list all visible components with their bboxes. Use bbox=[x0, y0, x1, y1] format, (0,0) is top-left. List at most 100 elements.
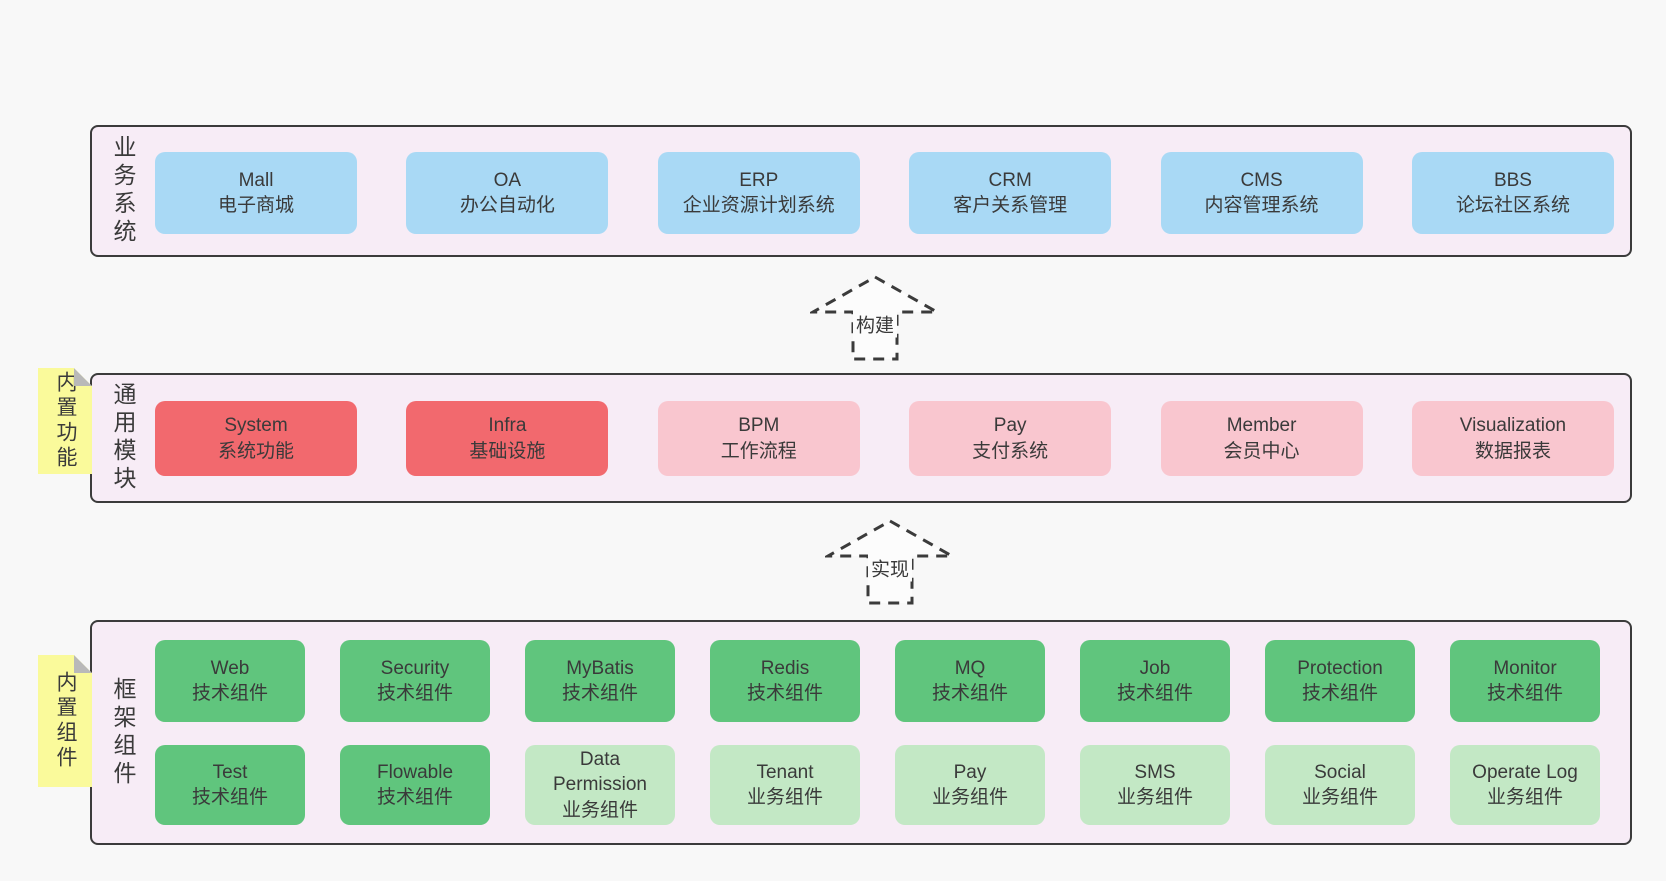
layer-label-business-systems: 业务系统 bbox=[110, 135, 136, 247]
layer-label-framework-components: 框架组件 bbox=[110, 676, 136, 789]
node-title: Job bbox=[1139, 657, 1171, 679]
node-title: Protection bbox=[1297, 657, 1383, 679]
node-subtitle: 技术组件 bbox=[561, 683, 638, 704]
framework-components-row-2: Test 技术组件 Flowable 技术组件 Data Permission … bbox=[155, 745, 1600, 825]
node-subtitle: 办公自动化 bbox=[459, 195, 555, 216]
node-redis: Redis 技术组件 bbox=[710, 640, 860, 722]
node-monitor: Monitor 技术组件 bbox=[1450, 640, 1600, 722]
node-title: Data Permission bbox=[553, 749, 647, 796]
node-sms: SMS 业务组件 bbox=[1080, 745, 1230, 825]
node-subtitle: 业务组件 bbox=[561, 799, 638, 821]
node-subtitle: 业务组件 bbox=[1116, 787, 1193, 808]
node-title: Security bbox=[380, 657, 450, 679]
node-title: BPM bbox=[738, 415, 780, 437]
node-subtitle: 业务组件 bbox=[1301, 787, 1378, 808]
node-subtitle: 技术组件 bbox=[1486, 683, 1563, 704]
node-subtitle: 业务组件 bbox=[746, 787, 823, 808]
node-subtitle: 技术组件 bbox=[191, 787, 268, 808]
node-title: Test bbox=[212, 761, 248, 783]
node-subtitle: 基础设施 bbox=[469, 440, 546, 462]
node-title: CMS bbox=[1240, 169, 1283, 191]
node-title: SMS bbox=[1134, 761, 1176, 783]
node-mall: Mall 电子商城 bbox=[155, 152, 357, 234]
node-data-permission: Data Permission 业务组件 bbox=[525, 745, 675, 825]
node-oa: OA 办公自动化 bbox=[406, 152, 609, 234]
node-subtitle: 技术组件 bbox=[376, 683, 453, 704]
node-title: Tenant bbox=[756, 761, 814, 783]
node-pay-component: Pay 业务组件 bbox=[895, 745, 1045, 825]
node-bpm: BPM 工作流程 bbox=[657, 401, 860, 476]
node-title: Visualization bbox=[1459, 415, 1567, 437]
layer-common-modules: 通用模块 System 系统功能 Infra 基础设施 BPM 工作流程 Pay… bbox=[90, 373, 1632, 503]
layer-business-systems: 业务系统 Mall 电子商城 OA 办公自动化 ERP 企业资源计划系统 CRM… bbox=[90, 125, 1632, 257]
node-subtitle: 技术组件 bbox=[931, 683, 1008, 704]
node-test: Test 技术组件 bbox=[155, 745, 305, 825]
layer-framework-components: 框架组件 Web 技术组件 Security 技术组件 MyBatis 技术组件… bbox=[90, 620, 1632, 845]
node-title: MQ bbox=[954, 657, 986, 679]
sticky-note-built-in-features: 内置功能 bbox=[38, 368, 92, 474]
sticky-label: 内置组件 bbox=[54, 671, 77, 771]
node-title: Pay bbox=[993, 415, 1027, 437]
node-title: Flowable bbox=[376, 761, 454, 783]
node-title: Social bbox=[1314, 761, 1366, 783]
node-subtitle: 客户关系管理 bbox=[953, 195, 1068, 216]
node-erp: ERP 企业资源计划系统 bbox=[657, 152, 860, 234]
business-systems-row: Mall 电子商城 OA 办公自动化 ERP 企业资源计划系统 CRM 客户关系… bbox=[155, 152, 1614, 234]
node-social: Social 业务组件 bbox=[1265, 745, 1415, 825]
node-job: Job 技术组件 bbox=[1080, 640, 1230, 722]
sticky-label: 内置功能 bbox=[54, 371, 77, 471]
build-arrow: 构建 bbox=[810, 274, 940, 362]
node-protection: Protection 技术组件 bbox=[1265, 640, 1415, 722]
node-title: MyBatis bbox=[566, 657, 634, 679]
node-subtitle: 电子商城 bbox=[217, 195, 294, 216]
node-subtitle: 数据报表 bbox=[1474, 440, 1551, 462]
node-mybatis: MyBatis 技术组件 bbox=[525, 640, 675, 722]
common-modules-row: System 系统功能 Infra 基础设施 BPM 工作流程 Pay 支付系统… bbox=[155, 401, 1614, 476]
node-title: Monitor bbox=[1493, 657, 1557, 679]
node-title: Member bbox=[1226, 415, 1297, 437]
node-infra: Infra 基础设施 bbox=[406, 401, 609, 476]
node-title: CRM bbox=[988, 169, 1032, 191]
node-system: System 系统功能 bbox=[155, 401, 357, 476]
sticky-note-built-in-components: 内置组件 bbox=[38, 655, 92, 787]
node-subtitle: 工作流程 bbox=[720, 440, 797, 462]
node-subtitle: 论坛社区系统 bbox=[1455, 195, 1570, 216]
node-mq: MQ 技术组件 bbox=[895, 640, 1045, 722]
node-security: Security 技术组件 bbox=[340, 640, 490, 722]
node-flowable: Flowable 技术组件 bbox=[340, 745, 490, 825]
node-subtitle: 系统功能 bbox=[217, 440, 294, 462]
node-title: BBS bbox=[1493, 169, 1532, 191]
node-tenant: Tenant 业务组件 bbox=[710, 745, 860, 825]
node-title: Mall bbox=[238, 169, 274, 191]
node-subtitle: 内容管理系统 bbox=[1204, 195, 1319, 216]
implement-arrow: 实现 bbox=[825, 518, 955, 606]
node-title: System bbox=[224, 415, 288, 437]
node-title: Pay bbox=[953, 761, 987, 783]
node-title: Infra bbox=[488, 415, 527, 437]
node-title: ERP bbox=[739, 169, 779, 191]
node-subtitle: 技术组件 bbox=[1301, 683, 1378, 704]
node-title: OA bbox=[493, 169, 522, 191]
node-web: Web 技术组件 bbox=[155, 640, 305, 722]
node-title: Operate Log bbox=[1472, 761, 1578, 783]
build-arrow-label: 构建 bbox=[852, 310, 898, 338]
node-operate-log: Operate Log 业务组件 bbox=[1450, 745, 1600, 825]
implement-arrow-label: 实现 bbox=[867, 554, 913, 582]
node-cms: CMS 内容管理系统 bbox=[1160, 152, 1363, 234]
node-bbs: BBS 论坛社区系统 bbox=[1411, 152, 1614, 234]
node-pay-system: Pay 支付系统 bbox=[909, 401, 1112, 476]
node-subtitle: 会员中心 bbox=[1223, 440, 1300, 462]
node-member: Member 会员中心 bbox=[1160, 401, 1363, 476]
node-subtitle: 业务组件 bbox=[1486, 787, 1563, 808]
node-title: Web bbox=[210, 657, 250, 679]
node-subtitle: 企业资源计划系统 bbox=[682, 195, 835, 216]
layer-label-common-modules: 通用模块 bbox=[110, 382, 136, 494]
node-subtitle: 支付系统 bbox=[972, 440, 1049, 462]
node-subtitle: 技术组件 bbox=[191, 683, 268, 704]
node-subtitle: 技术组件 bbox=[1116, 683, 1193, 704]
node-title: Redis bbox=[760, 657, 810, 679]
node-subtitle: 技术组件 bbox=[746, 683, 823, 704]
node-crm: CRM 客户关系管理 bbox=[909, 152, 1112, 234]
node-subtitle: 技术组件 bbox=[376, 787, 453, 808]
